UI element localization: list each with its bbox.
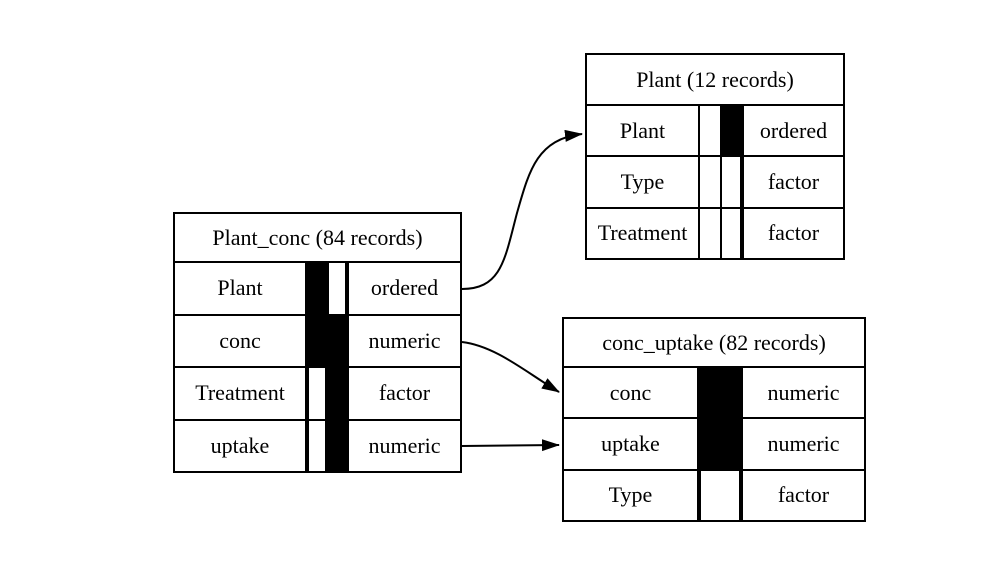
key-indicator-empty — [327, 263, 347, 314]
column-type-cell: factor — [742, 157, 843, 207]
column-name-cell: conc — [564, 368, 699, 418]
key-indicator-filled — [327, 368, 347, 419]
table-row: Type factor — [564, 468, 864, 520]
key-indicator-filled — [307, 315, 327, 366]
table-row: Plant ordered — [175, 263, 460, 314]
column-type-cell: ordered — [742, 106, 843, 156]
key-indicator-empty — [307, 420, 327, 471]
table-title: Plant (12 records) — [587, 55, 843, 106]
column-name-cell: Treatment — [175, 368, 307, 419]
column-type-cell: factor — [347, 368, 460, 419]
key-indicator-filled — [699, 368, 741, 418]
table-row: Treatment factor — [175, 366, 460, 419]
key-indicator-empty — [699, 470, 741, 520]
column-name-cell: Type — [587, 157, 700, 207]
key-indicator-filled — [699, 419, 741, 469]
relation-arrow-plant — [461, 129, 583, 290]
key-indicator-filled — [327, 420, 347, 471]
table-title: conc_uptake (82 records) — [564, 319, 864, 368]
key-indicator-filled — [720, 106, 742, 156]
column-type-cell: numeric — [347, 315, 460, 366]
key-indicator-filled — [327, 315, 347, 366]
column-name-cell: Plant — [587, 106, 700, 156]
table-title: Plant_conc (84 records) — [175, 214, 460, 263]
column-type-cell: ordered — [347, 263, 460, 314]
relation-arrow-conc — [461, 341, 560, 393]
key-indicator-empty — [720, 208, 742, 258]
column-name-cell: Treatment — [587, 208, 700, 258]
relation-arrow-uptake — [461, 439, 560, 452]
key-indicator-none — [700, 208, 720, 258]
column-type-cell: numeric — [741, 419, 864, 469]
column-type-cell: numeric — [741, 368, 864, 418]
table-row: conc numeric — [564, 368, 864, 418]
key-indicator-none — [700, 106, 720, 156]
column-name-cell: uptake — [564, 419, 699, 469]
column-name-cell: Type — [564, 470, 699, 520]
key-indicator-filled — [307, 263, 327, 314]
table-row: Plant ordered — [587, 106, 843, 156]
column-type-cell: factor — [742, 208, 843, 258]
key-indicator-empty — [720, 157, 742, 207]
column-name-cell: conc — [175, 315, 307, 366]
key-indicator-empty — [307, 368, 327, 419]
key-indicator-none — [700, 157, 720, 207]
column-type-cell: numeric — [347, 420, 460, 471]
column-name-cell: uptake — [175, 420, 307, 471]
table-row: conc numeric — [175, 313, 460, 366]
table-row: Type factor — [587, 155, 843, 207]
table-row: uptake numeric — [564, 417, 864, 469]
column-type-cell: factor — [741, 470, 864, 520]
column-name-cell: Plant — [175, 263, 307, 314]
table-row: uptake numeric — [175, 418, 460, 471]
table-row: Treatment factor — [587, 206, 843, 258]
